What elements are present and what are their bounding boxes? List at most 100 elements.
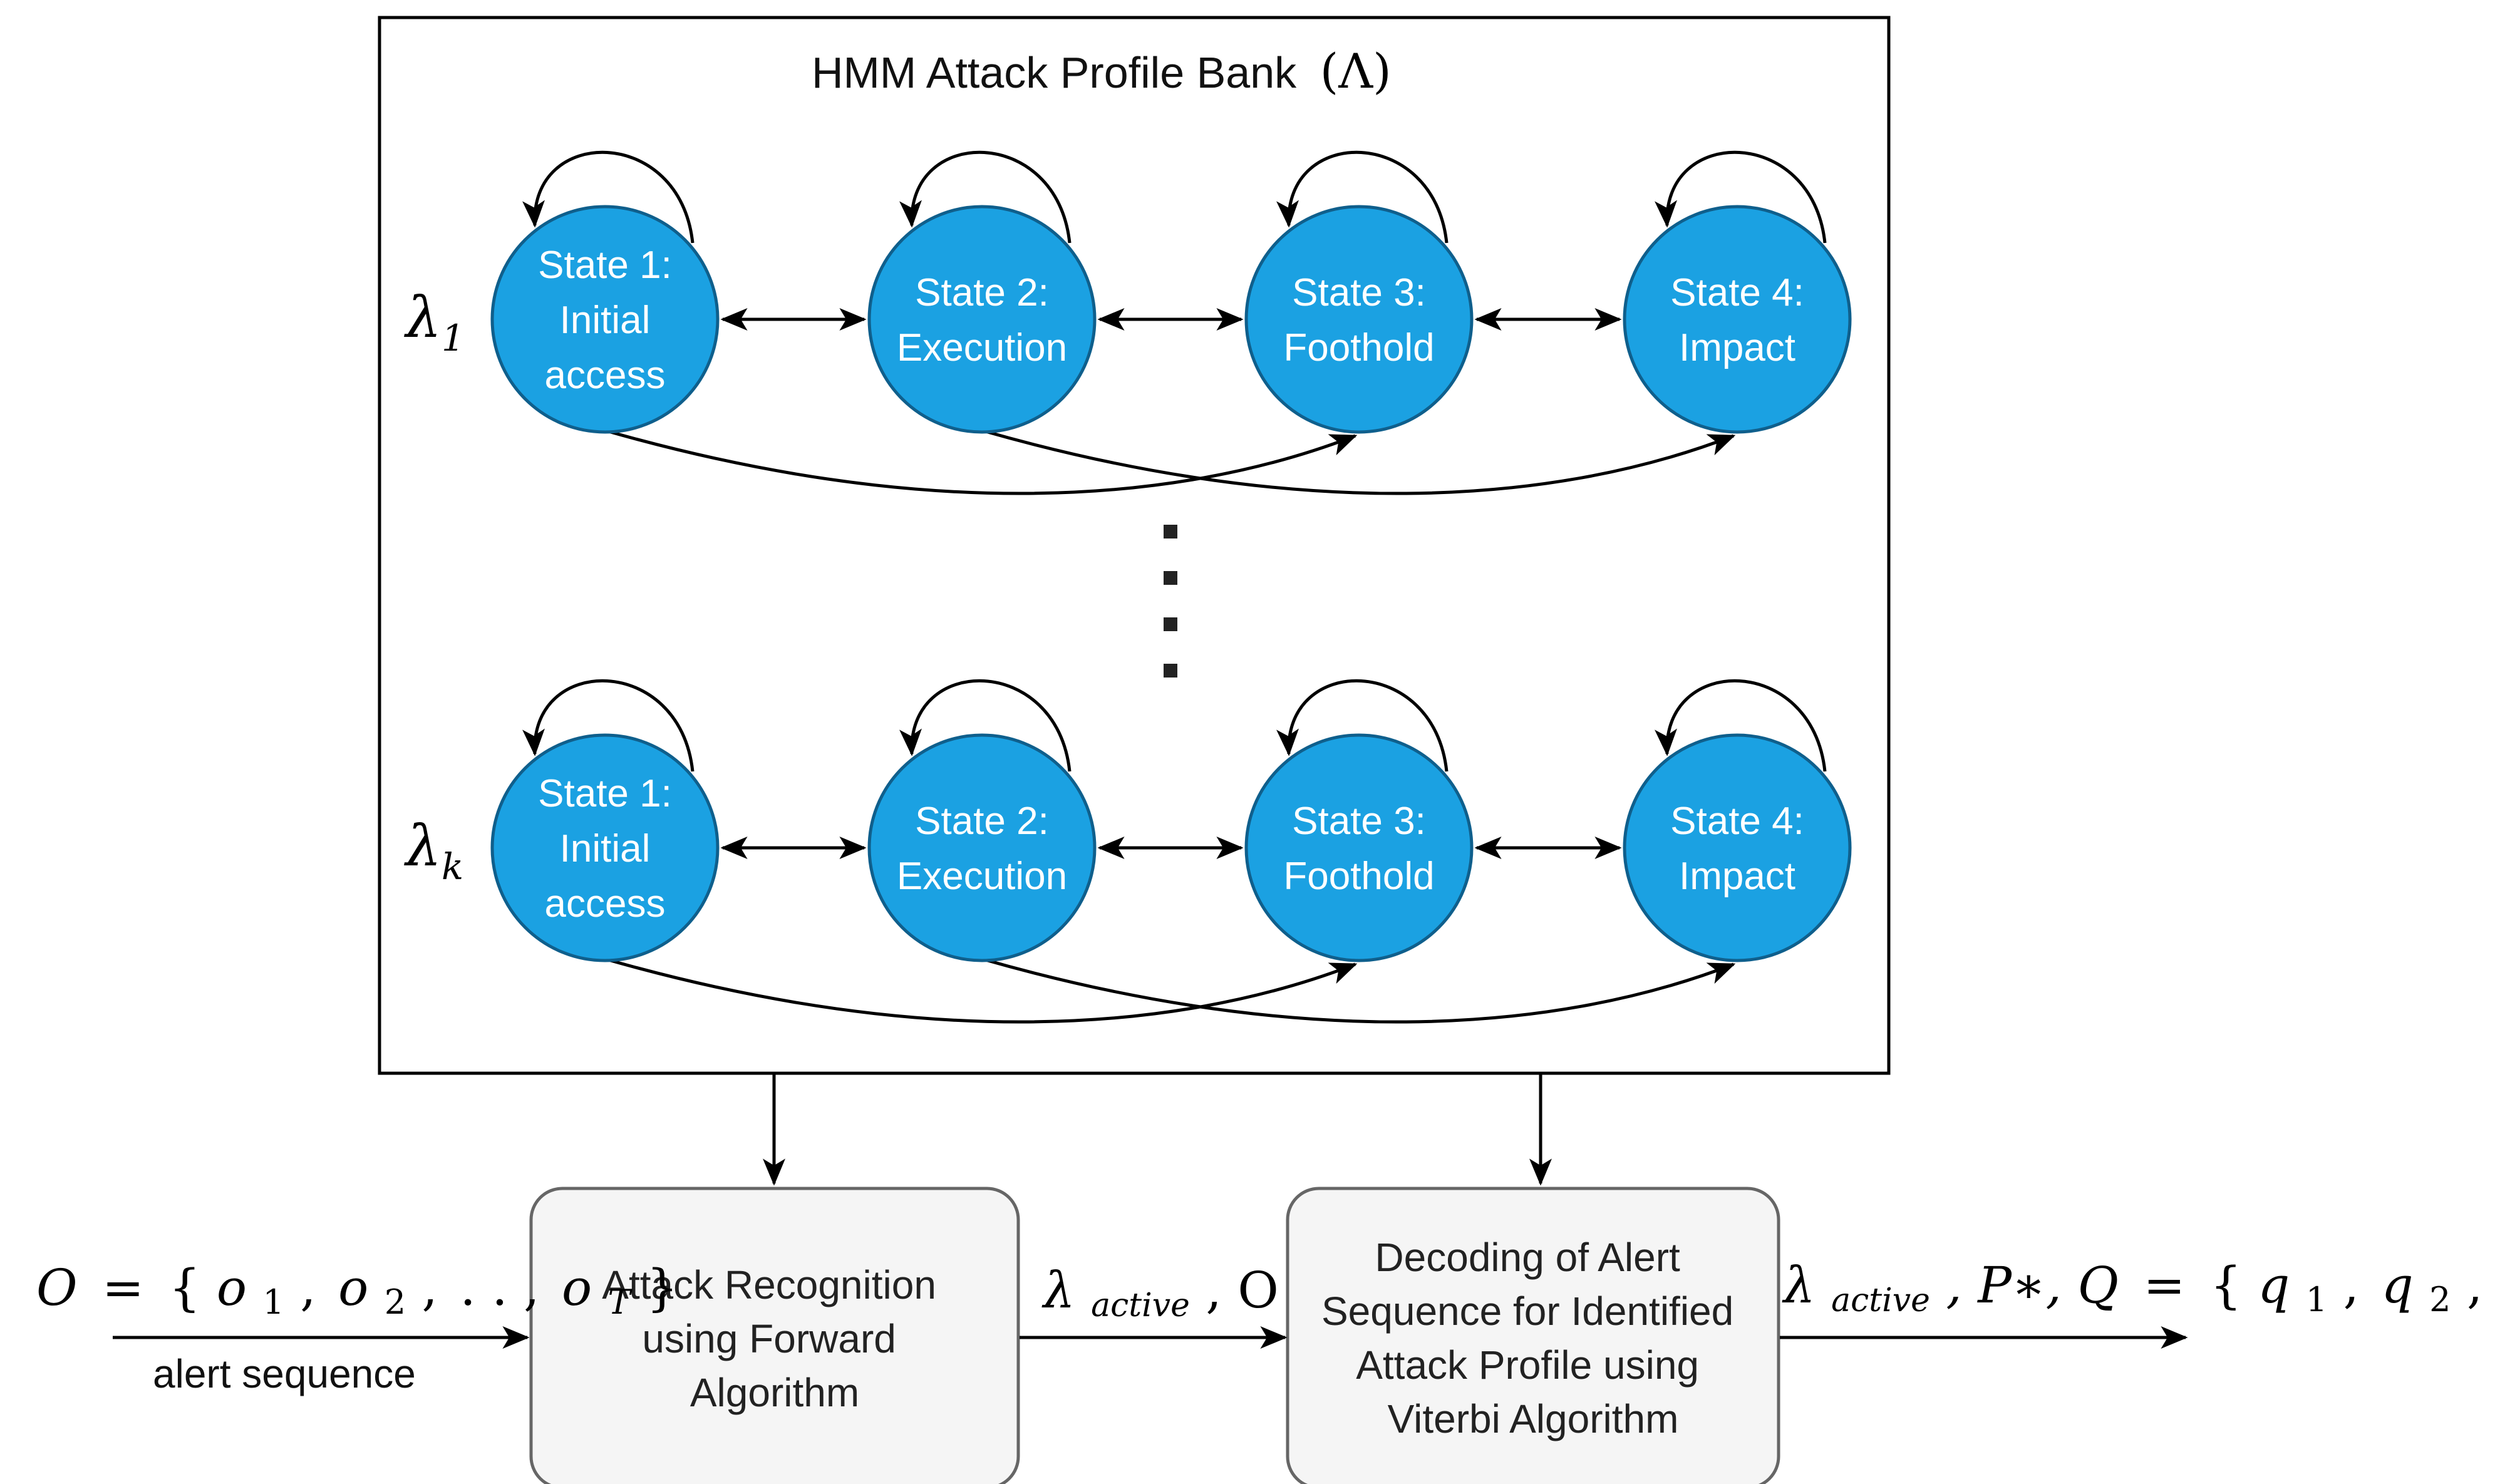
obs-sub1: 1 xyxy=(262,1282,284,1322)
ellipsis-dot xyxy=(1164,617,1177,631)
out-q2: q xyxy=(2381,1256,2413,1314)
state-circle xyxy=(1244,205,1474,434)
obs-o1: o xyxy=(217,1259,247,1317)
mid-lambda: λ xyxy=(1041,1261,1075,1319)
obs-subT: T xyxy=(608,1282,633,1322)
model-label-sub: 1 xyxy=(442,317,465,359)
obs-dots: . . xyxy=(460,1259,507,1317)
ellipsis-dot xyxy=(1164,525,1177,538)
state-label: State 3:Foothold xyxy=(1283,800,1434,898)
out-open: { xyxy=(2210,1256,2242,1314)
out-p: , P∗, Q xyxy=(1946,1256,2119,1314)
state-label-line: Impact xyxy=(1679,855,1795,898)
state-label-line: Initial xyxy=(560,827,651,870)
out-lambda: λ xyxy=(1782,1256,1816,1314)
self-loop-arrow xyxy=(522,150,695,244)
recognition-label: Attack Recognition using Forward Algorit… xyxy=(602,1262,947,1415)
self-loop-arrow xyxy=(899,150,1072,244)
obs-close: } xyxy=(646,1259,678,1317)
obs-sep1: , xyxy=(300,1259,316,1317)
out-sep1: , xyxy=(2343,1256,2359,1314)
obs-O: O xyxy=(36,1259,78,1317)
skip-transition-2-to-4 xyxy=(983,957,1736,1024)
state-circle xyxy=(867,205,1097,434)
state-label-line: State 2: xyxy=(915,271,1049,314)
profile-bank-box xyxy=(378,16,1891,1075)
self-loop-arrow xyxy=(1276,150,1449,244)
state-circle xyxy=(867,733,1097,962)
decoding-line-1: Decoding of Alert xyxy=(1375,1235,1680,1280)
out-sub2: 2 xyxy=(2429,1280,2451,1319)
state-label-line: access xyxy=(545,354,666,397)
state-label-line: Impact xyxy=(1679,326,1795,369)
state-label-line: State 3: xyxy=(1292,271,1426,314)
obs-o2: o xyxy=(338,1259,368,1317)
output-label: λ active , P∗, Q = { q 1 , q 2 , . . , q… xyxy=(1782,1256,2495,1323)
decoding-line-2: Sequence for Identified xyxy=(1321,1289,1733,1334)
obs-open: { xyxy=(169,1259,201,1317)
state-circle xyxy=(490,733,720,962)
model-label-base: λ xyxy=(404,285,442,351)
decoding-box xyxy=(1286,1187,1780,1484)
model-label-base: λ xyxy=(404,813,442,879)
state-label: State 1: Initial access xyxy=(538,772,672,925)
obs-sub2: 2 xyxy=(385,1282,406,1322)
middle-label: λ active , O xyxy=(1041,1261,1279,1328)
ellipsis xyxy=(1164,525,1177,678)
state-circle xyxy=(490,205,720,434)
self-loop-arrow xyxy=(1655,679,1827,772)
self-loop-arrow xyxy=(1276,679,1449,772)
obs-sep2: , xyxy=(422,1259,438,1317)
recognition-line-1: Attack Recognition xyxy=(602,1262,936,1307)
obs-eq: = xyxy=(102,1259,144,1317)
state-label-line: State 1: xyxy=(538,772,672,815)
state-label-line: Execution xyxy=(897,326,1067,369)
state-label-line: Execution xyxy=(897,855,1067,898)
state-circle xyxy=(1623,733,1852,962)
state-label: State 4: Impact xyxy=(1670,271,1804,369)
recognition-line-2: using Forward xyxy=(642,1316,896,1361)
alert-sequence-caption: alert sequence xyxy=(153,1351,416,1396)
model-label-sub: k xyxy=(442,845,463,888)
state-circle xyxy=(1244,733,1474,962)
model-label: λk xyxy=(404,813,463,888)
state-label-line: State 1: xyxy=(538,244,672,287)
mid-sub: active xyxy=(1091,1287,1190,1324)
skip-transition-1-to-3 xyxy=(606,429,1358,495)
recognition-line-3: Algorithm xyxy=(690,1370,859,1415)
bank-title: HMM Attack Profile Bank (Λ) xyxy=(812,43,1392,99)
observation-sequence: O = { o 1 , o 2 , . . , o T } xyxy=(36,1259,678,1326)
state-label-line: Foothold xyxy=(1283,855,1434,898)
state-label-line: State 4: xyxy=(1670,800,1804,843)
ellipsis-dot xyxy=(1164,664,1177,678)
state-label: State 3:Foothold xyxy=(1283,271,1434,369)
state-label-line: State 4: xyxy=(1670,271,1804,314)
decoding-line-4: Viterbi Algorithm xyxy=(1388,1396,1679,1441)
mid-rest: , O xyxy=(1206,1261,1278,1319)
model-label: λ1 xyxy=(404,285,465,359)
out-sub: active xyxy=(1831,1282,1930,1319)
out-eq: = xyxy=(2143,1256,2185,1314)
state-label-line: access xyxy=(545,882,666,925)
skip-transition-2-to-4 xyxy=(983,429,1736,495)
recognition-box xyxy=(529,1187,1020,1484)
ellipsis-dot xyxy=(1164,571,1177,585)
out-sep2: , xyxy=(2467,1256,2482,1314)
state-label: State 2: Execution xyxy=(897,800,1067,898)
out-sub1: 1 xyxy=(2306,1280,2327,1319)
state-label-line: State 2: xyxy=(915,800,1049,843)
bank-title-text: HMM Attack Profile Bank xyxy=(812,48,1297,97)
decoding-label: Decoding of Alert Sequence for Identifie… xyxy=(1321,1235,1745,1441)
state-circle xyxy=(1623,205,1852,434)
self-loop-arrow xyxy=(899,679,1072,772)
self-loop-arrow xyxy=(522,679,695,772)
out-q1: q xyxy=(2258,1256,2290,1314)
decoding-line-3: Attack Profile using xyxy=(1356,1342,1699,1388)
self-loop-arrow xyxy=(1655,150,1827,244)
obs-sep3: , xyxy=(524,1259,539,1317)
bank-symbol: (Λ) xyxy=(1320,43,1392,99)
